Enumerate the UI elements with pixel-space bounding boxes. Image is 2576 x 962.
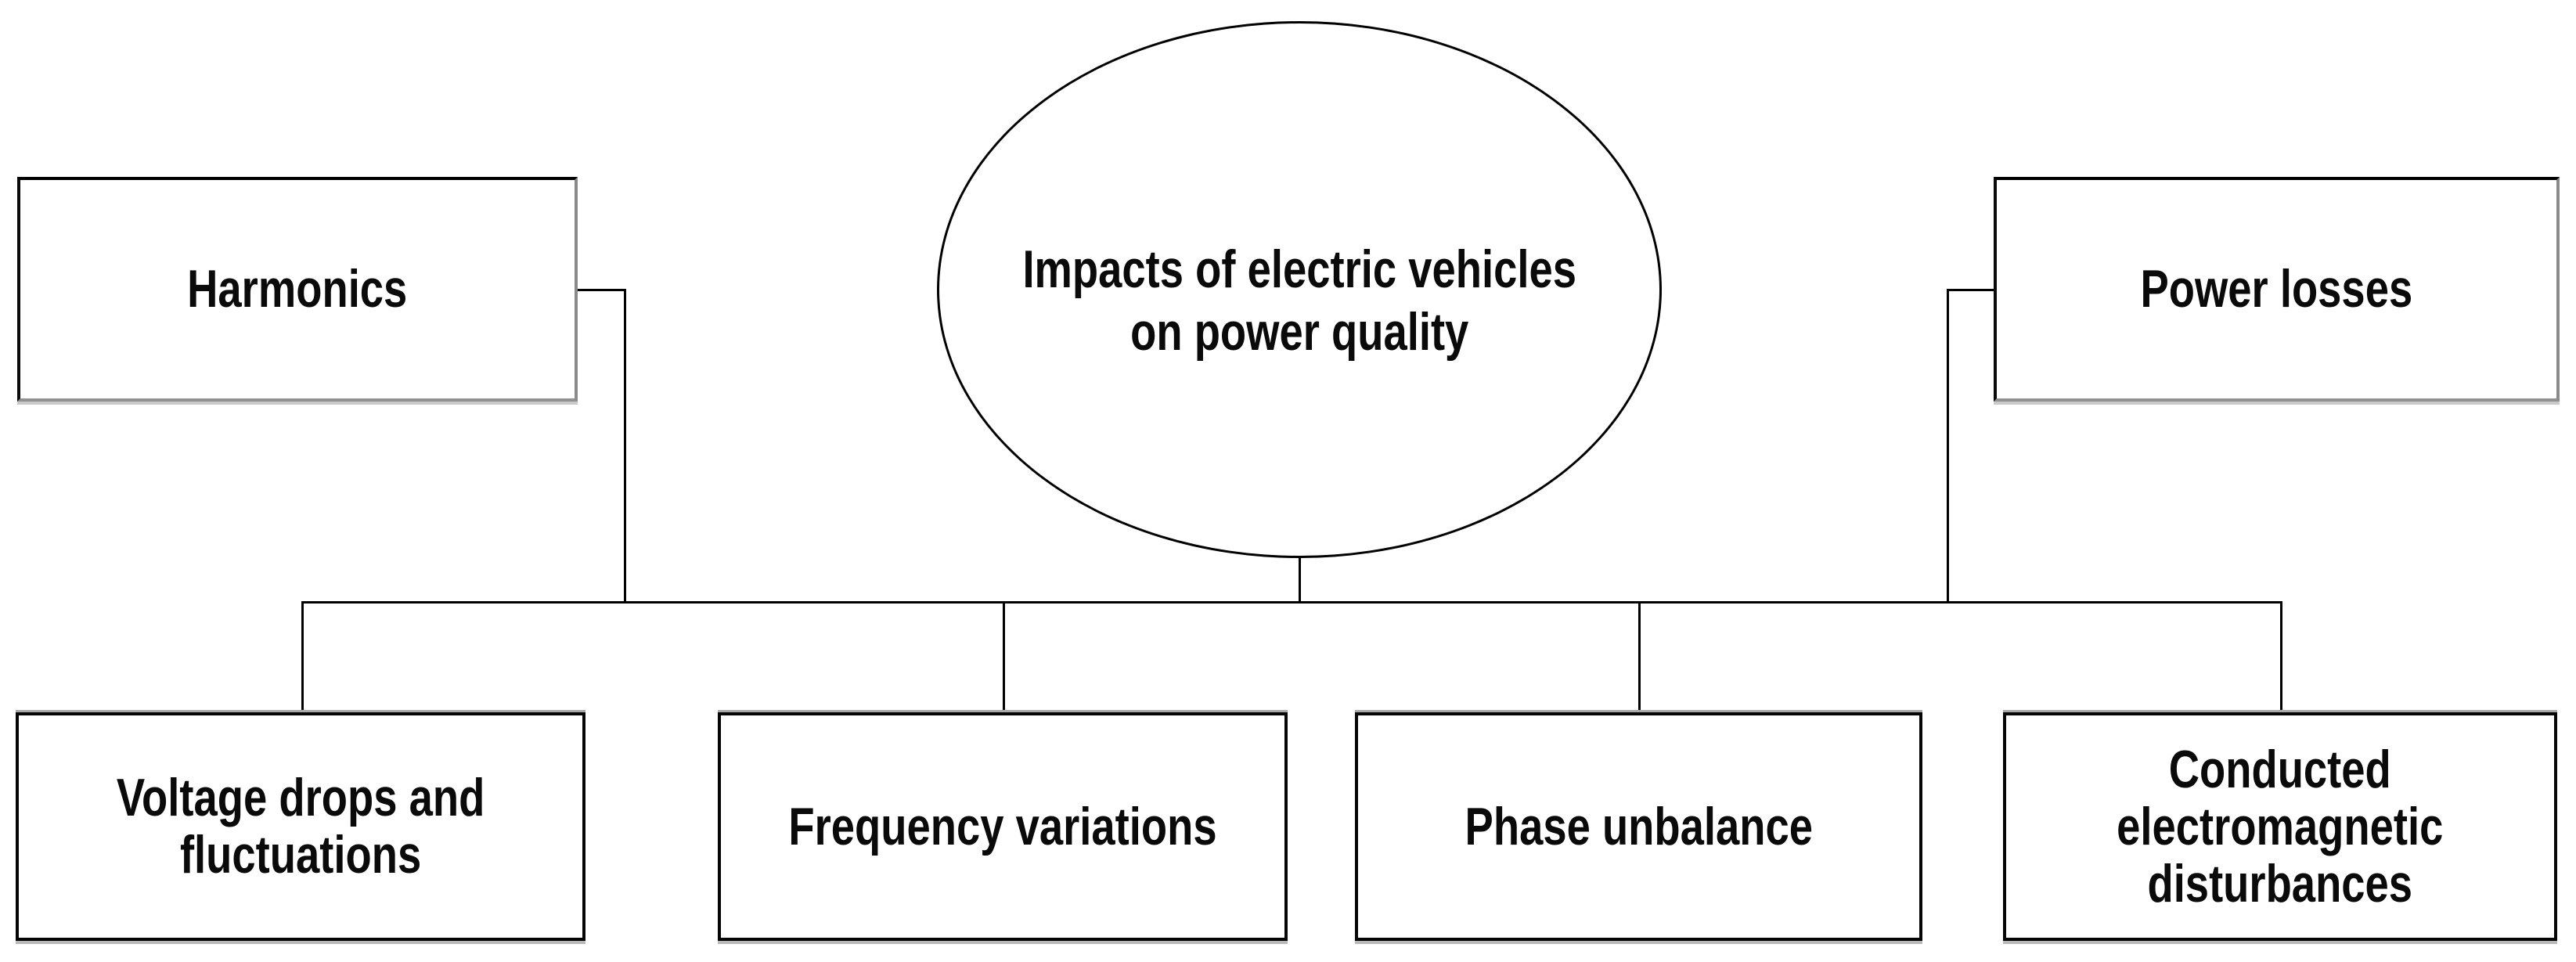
node-phase-unbalance-label: Phase unbalance (1465, 796, 1813, 856)
connector-stem-conducted-disturbances (2280, 601, 2282, 712)
connector-stem-center (1299, 558, 1301, 603)
node-conducted-disturbances-label: Conducted electromagnetic disturbances (2117, 739, 2444, 913)
node-harmonics-label: Harmonics (187, 259, 408, 319)
connector-stub-power-losses (1947, 289, 1995, 291)
connector-stub-harmonics (578, 289, 626, 291)
connector-stem-frequency-variations (1003, 601, 1005, 712)
connector-stem-power-losses (1947, 289, 1949, 603)
node-voltage-drops: Voltage drops and fluctuations (16, 712, 585, 941)
connector-stem-harmonics (624, 289, 626, 603)
node-frequency-variations: Frequency variations (718, 712, 1288, 941)
connector-stem-voltage-drops (301, 601, 304, 712)
node-power-losses: Power losses (1994, 177, 2560, 402)
central-node-ellipse: Impacts of electric vehicles on power qu… (937, 21, 1662, 558)
node-phase-unbalance: Phase unbalance (1355, 712, 1922, 941)
connector-stem-phase-unbalance (1638, 601, 1641, 712)
connector-trunk (301, 601, 2282, 604)
node-frequency-variations-label: Frequency variations (788, 796, 1217, 856)
central-node-label: Impacts of electric vehicles on power qu… (1022, 240, 1576, 362)
node-voltage-drops-label: Voltage drops and fluctuations (116, 768, 485, 885)
node-power-losses-label: Power losses (2140, 259, 2413, 319)
node-harmonics: Harmonics (17, 177, 578, 402)
node-conducted-disturbances: Conducted electromagnetic disturbances (2003, 712, 2557, 941)
